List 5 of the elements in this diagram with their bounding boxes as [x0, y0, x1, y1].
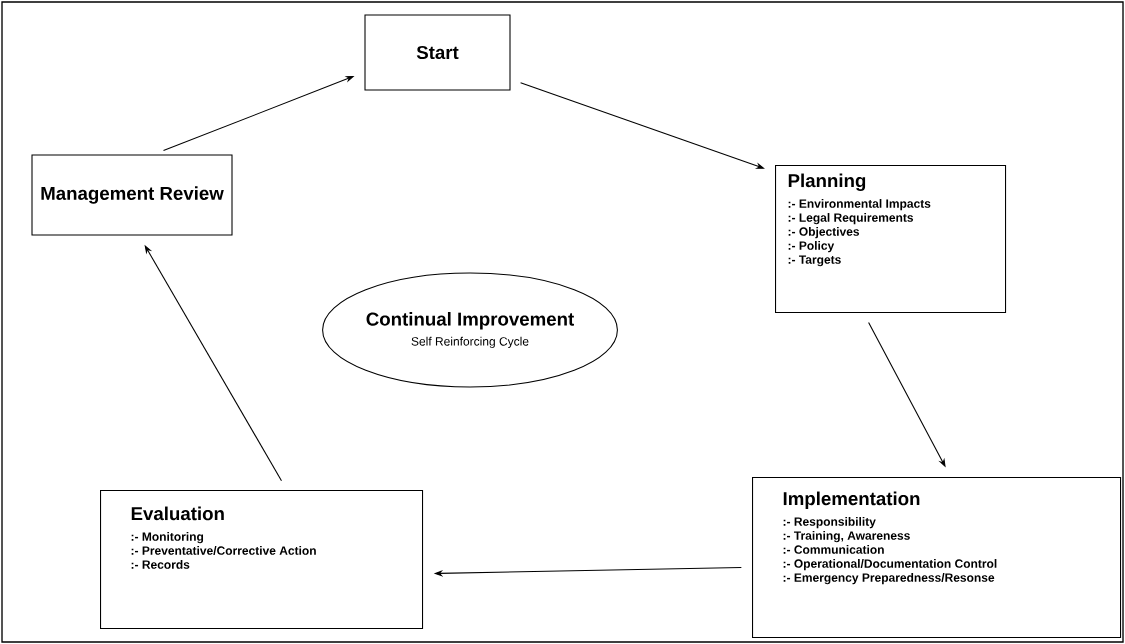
process-box: Management Review — [31, 154, 233, 236]
process-box: Evaluation :- Monitoring :- Preventative/Corrective Action :- Records — [100, 490, 424, 630]
process-box: Implementation :- Responsibility :- Training, Awareness :- Communication :- Operational/Documentation Control :- Emergency Preparedness/Resonse — [752, 477, 1122, 639]
process-box: Planning :- Environmental Impacts :- Legal Requirements :- Objectives :- Policy :- Targets — [775, 165, 1007, 314]
process-box: Start — [364, 14, 511, 91]
